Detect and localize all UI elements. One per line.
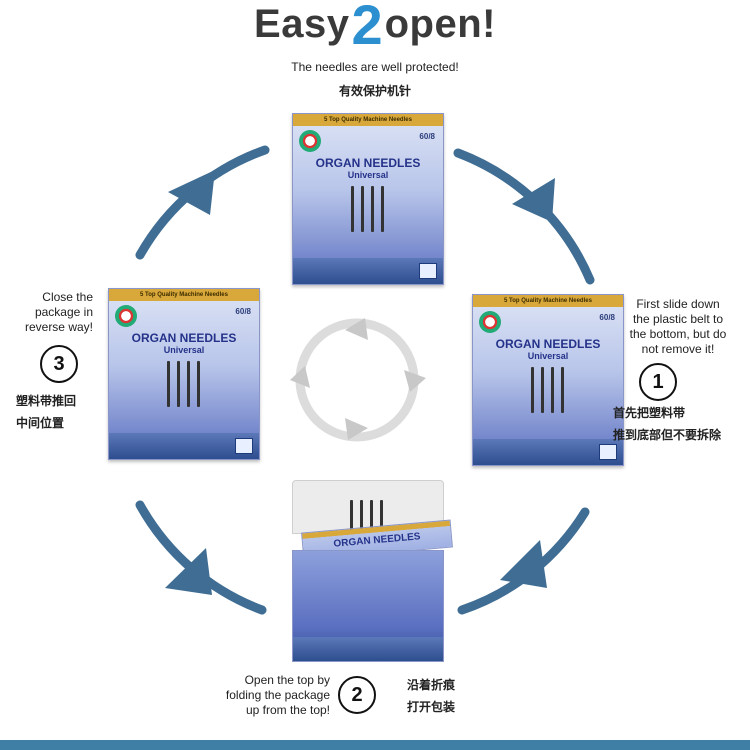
page-title: Easy2open! [0,0,750,52]
step1-caption-en: First slide down the plastic belt to the… [629,297,727,356]
package-type: Universal [527,351,569,361]
arrowhead-top-right [512,178,555,222]
package-top-label: 5 Top Quality Machine Needles [140,292,228,298]
arrowhead-top-left [168,170,215,215]
arrowhead-bottom-left [165,548,212,595]
arrowhead-bottom-right [500,540,547,588]
package-body: 5 Top Quality Machine Needles 60/8 ORGAN… [108,288,260,460]
step2-number-badge: 2 [338,676,376,714]
certificate-icon [599,444,617,460]
needles-icon [343,186,393,236]
step3-number-badge: 3 [40,345,78,383]
top-caption-en: The needles are well protected! [291,60,459,74]
title-word-easy: Easy [254,2,350,46]
package-card-step2-open: ORGAN NEEDLES [292,480,453,662]
package-size: 60/8 [419,132,435,141]
arc-top-right [453,148,595,285]
package-card-step1: 5 Top Quality Machine Needles 60/8 ORGAN… [472,286,624,466]
brand-logo-icon [479,311,501,333]
step2-caption-en: Open the top by folding the package up f… [225,673,330,717]
needles-icon [159,361,209,411]
exposed-needles-icon [342,500,392,540]
brand-logo-icon [115,305,137,327]
package-size: 60/8 [235,307,251,316]
package-body: 5 Top Quality Machine Needles 60/8 ORGAN… [472,294,624,466]
package-type: Universal [347,170,389,180]
package-brand: ORGAN NEEDLES [333,531,421,550]
package-size: 60/8 [599,313,615,322]
package-brand: ORGAN NEEDLES [315,156,421,170]
package-brand: ORGAN NEEDLES [131,331,237,345]
package-top-label: 5 Top Quality Machine Needles [504,298,592,304]
package-card-step3: 5 Top Quality Machine Needles 60/8 ORGAN… [108,280,260,460]
step1-caption-cn: 首先把塑料带 推到底部但不要拆除 [613,406,722,442]
package-lower-body [292,550,444,662]
step3-caption-en: Close the package in reverse way! [24,290,93,334]
package-top-label: 5 Top Quality Machine Needles [324,117,412,123]
center-ring [295,318,419,442]
top-caption-cn: 有效保护机针 [338,84,411,98]
package-type: Universal [163,345,205,355]
step2-caption-cn: 沿着折痕 打开包装 [407,678,456,714]
needles-icon [523,367,573,417]
outer-arrowheads [165,170,555,595]
step3-caption-cn: 塑料带推回 中间位置 [16,394,77,430]
title-number: 2 [351,0,383,56]
package-body: 5 Top Quality Machine Needles 60/8 ORGAN… [292,113,444,285]
package-backing [292,480,444,534]
package-card-protected: 5 Top Quality Machine Needles 60/8 ORGAN… [292,105,444,285]
bottom-band [0,740,750,750]
certificate-icon [419,263,437,279]
certificate-icon [235,438,253,454]
brand-logo-icon [299,130,321,152]
title-word-open: open! [384,2,496,46]
center-arrowheads [290,318,426,440]
step1-number-badge: 1 [639,363,677,401]
package-brand: ORGAN NEEDLES [495,337,601,351]
